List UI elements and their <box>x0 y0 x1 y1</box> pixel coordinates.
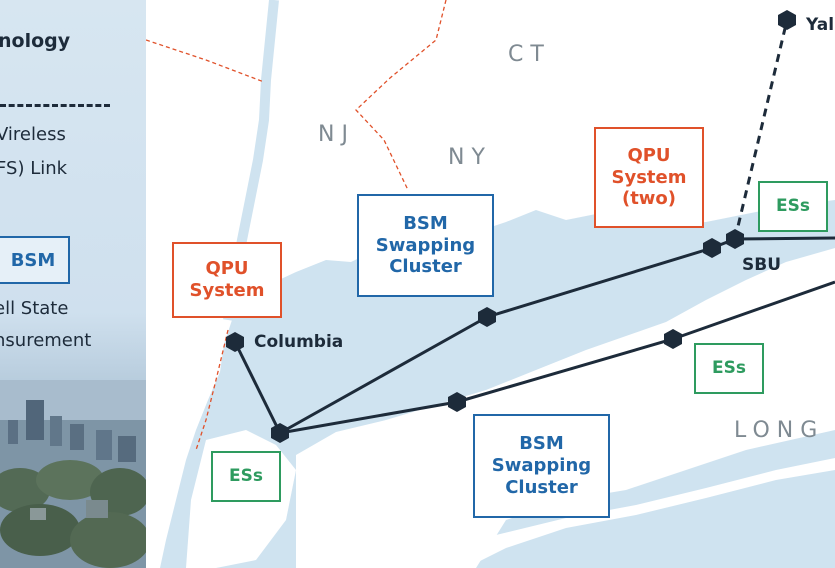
fso-link-sbu-yale <box>733 19 789 240</box>
legend-fso-dash-sample <box>0 104 110 107</box>
node-bsm-north <box>478 307 496 327</box>
legend-fso-label-line1: Vireless <box>0 124 66 145</box>
link-sbu-east <box>734 236 835 241</box>
region-label-long: LONG <box>734 418 825 443</box>
qpu-system-two-line1: QPU <box>627 144 671 166</box>
barrier-island <box>446 458 835 568</box>
qpu-system-line2: System <box>189 280 265 301</box>
node-mid-south <box>664 329 682 349</box>
bsm-north-line1: BSM <box>403 212 448 234</box>
region-label-nj: NJ <box>318 122 355 147</box>
bsm-south-line1: BSM <box>519 433 564 455</box>
bsm-swapping-cluster-south-box: BSM Swapping Cluster <box>473 414 610 518</box>
city-skyline-photo <box>0 380 146 568</box>
link-hub-bsm-south <box>279 400 458 435</box>
node-label-sbu: SBU <box>742 255 782 275</box>
bsm-north-line2: Swapping <box>375 234 476 256</box>
nj-ny-border <box>146 39 265 83</box>
ny-nj-river-border <box>195 329 229 451</box>
bsm-swapping-cluster-north-box: BSM Swapping Cluster <box>357 194 494 297</box>
bsm-south-line3: Cluster <box>505 476 578 498</box>
qpu-system-two-box: QPU System (two) <box>594 127 704 228</box>
link-columbia-hub <box>233 341 282 434</box>
ess-box-east-top: ESs <box>758 181 828 232</box>
ess-box-east-mid: ESs <box>694 343 764 394</box>
legend-bsm-badge: BSM <box>0 236 70 284</box>
legend-panel: nology Vireless FS) Link BSM ell State n… <box>0 0 146 568</box>
node-yale <box>778 10 796 30</box>
node-sbu <box>726 229 744 249</box>
legend-fso-label-line2: FS) Link <box>0 158 68 179</box>
south-shore-water <box>476 430 835 568</box>
qpu-system-two-line2: System <box>611 166 687 188</box>
qpu-system-box: QPU System <box>172 242 282 318</box>
qpu-system-line1: QPU <box>205 258 249 280</box>
node-hub <box>271 423 289 443</box>
ess-box-west: ESs <box>211 451 281 502</box>
legend-bsm-label-line1: ell State <box>0 298 69 319</box>
node-label-yale: Yal <box>806 15 835 35</box>
node-columbia <box>226 332 244 352</box>
bsm-south-line2: Swapping <box>491 455 592 477</box>
region-label-ct: CT <box>508 42 551 67</box>
link-hub-bsm-north <box>279 315 488 435</box>
node-near-sbu <box>703 238 721 258</box>
network-nodes <box>226 10 796 443</box>
ny-ct-border <box>355 0 447 191</box>
node-label-columbia: Columbia <box>254 332 344 352</box>
node-bsm-south <box>448 392 466 412</box>
bsm-north-line3: Cluster <box>389 256 462 278</box>
legend-bsm-label-line2: nsurement <box>0 330 92 351</box>
legend-title: nology <box>0 30 71 52</box>
region-label-ny: NY <box>448 145 492 170</box>
qpu-system-two-line3: (two) <box>621 188 677 210</box>
